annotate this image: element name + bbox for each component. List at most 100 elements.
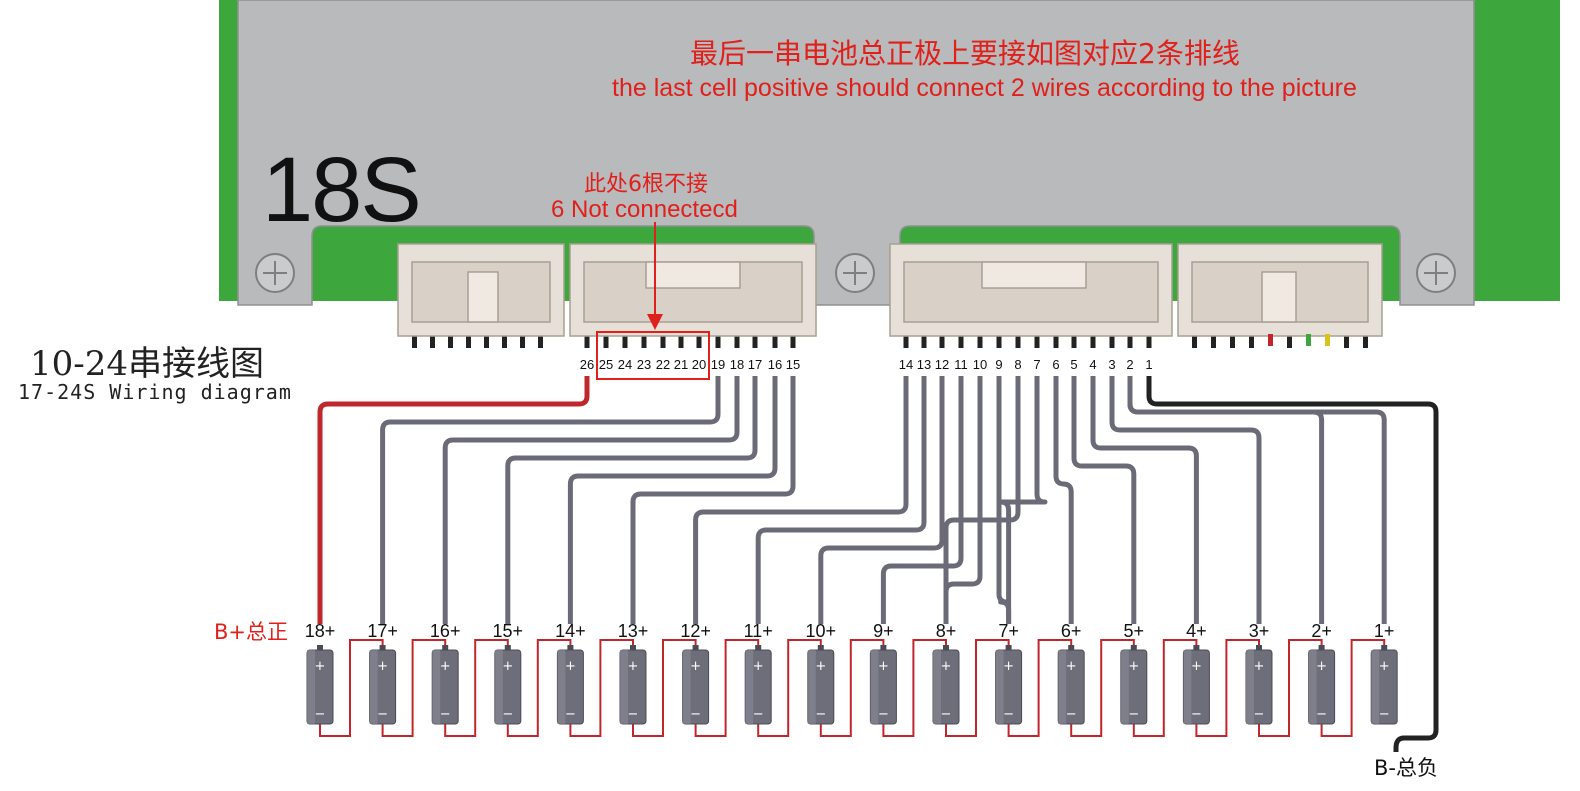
pin-leg <box>958 334 964 348</box>
pin-leg <box>939 334 945 348</box>
pin-leg <box>1034 334 1040 348</box>
not-connected-box <box>596 331 710 380</box>
series-link <box>1320 639 1386 737</box>
cell-minus-symbol: − <box>1316 707 1327 722</box>
wire <box>567 376 778 624</box>
pin-leg <box>678 334 684 348</box>
pin-label: 16 <box>768 357 782 372</box>
cell-minus-symbol: − <box>628 707 639 722</box>
series-link <box>819 639 885 737</box>
wire <box>818 376 945 624</box>
pin-label: 20 <box>692 357 706 372</box>
cell-label: 13+ <box>618 621 649 641</box>
cell-label: 8+ <box>936 621 957 641</box>
pin-leg <box>772 334 778 348</box>
cell-minus-symbol: − <box>753 707 764 722</box>
battery-cell: +−9+ <box>869 621 897 725</box>
wire <box>380 376 721 624</box>
cell-minus-symbol: − <box>377 707 388 722</box>
wire <box>505 376 758 624</box>
pin-leg <box>1071 334 1077 348</box>
arrow-head-icon <box>647 314 663 330</box>
pin-leg <box>466 334 471 348</box>
series-link <box>694 639 760 737</box>
pin-label: 12 <box>935 357 949 372</box>
pin-label: 11 <box>954 357 968 372</box>
cell-plus-symbol: + <box>753 659 764 674</box>
pin-label: 21 <box>674 357 688 372</box>
pin-label: 24 <box>618 357 632 372</box>
screw-icon <box>835 253 875 293</box>
cell-label: 7+ <box>998 621 1019 641</box>
cell-plus-symbol: + <box>941 659 952 674</box>
pin-leg <box>977 334 983 348</box>
cell-label: 4+ <box>1186 621 1207 641</box>
wire <box>1090 376 1199 624</box>
battery-cell: +−1+ <box>1370 621 1398 725</box>
cell-plus-symbol: + <box>502 659 513 674</box>
cell-minus-symbol: − <box>690 707 701 722</box>
battery-cell: +−8+ <box>932 621 960 725</box>
cell-label: 18+ <box>305 621 336 641</box>
pin-leg <box>641 334 647 348</box>
cell-label: 12+ <box>680 621 711 641</box>
series-link <box>757 639 822 737</box>
cell-minus-symbol: − <box>1379 707 1390 722</box>
cell-minus-symbol: − <box>1128 707 1139 722</box>
pin-leg <box>921 334 927 348</box>
series-link <box>1070 639 1135 737</box>
not-connected-label-cn: 此处6根不接 <box>584 172 708 197</box>
cell-label: 6+ <box>1061 621 1082 641</box>
battery-cell: +−12+ <box>680 621 711 725</box>
pin-leg <box>1230 334 1235 348</box>
screw-icon <box>1416 253 1456 293</box>
series-link <box>1132 639 1198 737</box>
pin-leg <box>1192 334 1197 348</box>
pin-leg <box>996 334 1002 348</box>
wire <box>943 376 1021 624</box>
cell-minus-symbol: − <box>440 707 451 722</box>
cell-plus-symbol: + <box>440 659 451 674</box>
connector-a <box>397 243 565 337</box>
pin-label: 5 <box>1070 357 1077 372</box>
battery-cell: +−15+ <box>493 621 523 725</box>
series-link <box>945 639 1010 737</box>
pin-leg <box>790 334 796 348</box>
pin-label: 7 <box>1033 357 1040 372</box>
cell-label: 2+ <box>1311 621 1332 641</box>
cell-plus-symbol: + <box>315 659 326 674</box>
series-link <box>444 639 509 737</box>
pin-leg <box>622 334 628 348</box>
wire <box>1071 376 1137 624</box>
pin-leg <box>1090 334 1096 348</box>
pin-leg <box>903 334 909 348</box>
pin-label: 15 <box>786 357 800 372</box>
battery-cell: +−14+ <box>555 621 586 725</box>
pin-leg <box>603 334 609 348</box>
pin-leg <box>1211 334 1216 348</box>
cell-plus-symbol: + <box>878 659 889 674</box>
pin-leg <box>520 334 525 348</box>
cell-minus-symbol: − <box>565 707 576 722</box>
pin-label: 6 <box>1052 357 1059 372</box>
cell-label: 11+ <box>744 621 773 641</box>
pin-leg <box>584 334 590 348</box>
cell-plus-symbol: + <box>1003 659 1014 674</box>
pin-leg <box>1249 334 1254 348</box>
battery-cell: +−5+ <box>1120 621 1148 725</box>
b-minus-label: B-总负 <box>1374 756 1438 780</box>
pin-leg <box>1127 334 1133 348</box>
series-link <box>1195 639 1260 737</box>
series-link <box>319 639 384 737</box>
pin-leg <box>448 334 453 348</box>
cell-plus-symbol: + <box>565 659 576 674</box>
pin-label: 26 <box>580 357 594 372</box>
pin-label: 4 <box>1089 357 1096 372</box>
cell-plus-symbol: + <box>377 659 388 674</box>
connector-d <box>1177 243 1383 337</box>
cell-minus-symbol: − <box>1003 707 1014 722</box>
pin-leg <box>538 334 543 348</box>
cell-label: 17+ <box>367 621 398 641</box>
connector-b <box>569 243 817 337</box>
pin-label: 18 <box>730 357 744 372</box>
